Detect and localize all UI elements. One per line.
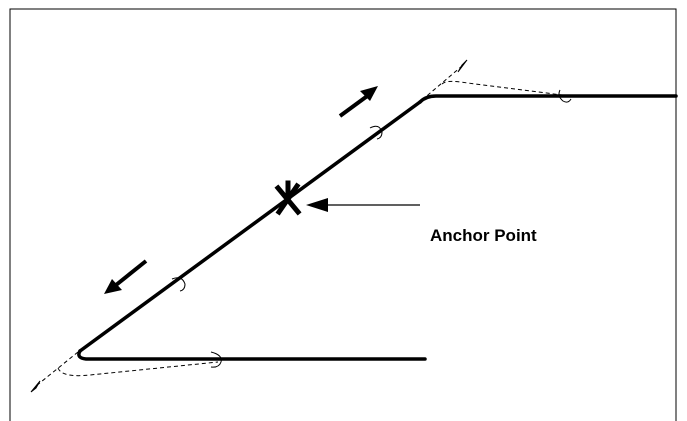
bottom-segment [77, 349, 427, 361]
arc-tick-slant-lower [171, 277, 186, 292]
small-arrowhead-top-right-icon [457, 59, 468, 73]
slanted-segment [78, 100, 422, 353]
frame-border [9, 8, 677, 421]
arrow-up-right-icon [360, 86, 378, 101]
arrow-down-left-icon [104, 279, 122, 294]
small-arrowhead-bottom-left-icon [30, 380, 41, 393]
arrow-up-right-shaft [338, 92, 372, 118]
top-segment [418, 94, 678, 104]
anchor-point-label: Anchor Point [430, 226, 537, 245]
arrow-down-left-shaft [114, 259, 148, 287]
arc-tick-bottom [210, 351, 222, 368]
dashed-line-top-chord [441, 80, 563, 96]
dashed-line-bottom-extension [35, 351, 79, 387]
dashed-line-bottom-chord [57, 361, 219, 377]
anchor-pointer-arrowhead-icon [306, 198, 328, 212]
dashed-line-top-extension [421, 65, 463, 101]
arc-tick-top [558, 89, 572, 103]
arc-tick-slant-upper [369, 125, 383, 140]
anchor-x-mark-icon [274, 180, 302, 216]
